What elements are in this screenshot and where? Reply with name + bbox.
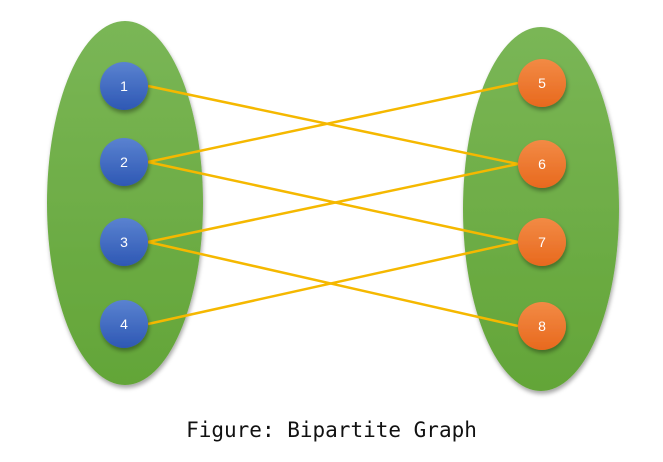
left-set-region [47, 21, 203, 385]
node-label: 2 [120, 154, 128, 170]
node-label: 6 [538, 156, 546, 172]
node-circle [100, 62, 148, 110]
node-circle [518, 59, 566, 107]
node-5: 5 [518, 59, 566, 107]
node-label: 4 [120, 316, 128, 332]
node-label: 8 [538, 318, 546, 334]
node-circle [100, 138, 148, 186]
edge-2-5 [147, 81, 519, 164]
node-2: 2 [100, 138, 148, 186]
node-circle [100, 300, 148, 348]
node-circle [518, 218, 566, 266]
node-label: 3 [120, 234, 128, 250]
node-4: 4 [100, 300, 148, 348]
figure-caption: Figure: Bipartite Graph [186, 418, 477, 442]
node-7: 7 [518, 218, 566, 266]
edge-1-6 [147, 84, 519, 166]
node-label: 1 [120, 78, 128, 94]
node-circle [518, 302, 566, 350]
node-label: 7 [538, 234, 546, 250]
node-3: 3 [100, 218, 148, 266]
node-label: 5 [538, 75, 546, 91]
right-set-region [463, 27, 619, 391]
node-8: 8 [518, 302, 566, 350]
node-6: 6 [518, 140, 566, 188]
edge-3-6 [147, 162, 519, 244]
edge-4-7 [147, 240, 519, 326]
node-circle [518, 140, 566, 188]
node-circle [100, 218, 148, 266]
node-1: 1 [100, 62, 148, 110]
